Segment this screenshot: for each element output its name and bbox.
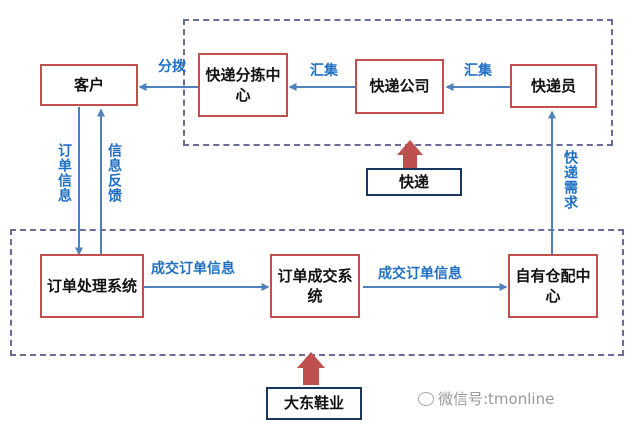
label-feedback: 信息反馈 <box>106 143 122 203</box>
express-company-node: 快递公司 <box>355 59 444 114</box>
label-collect-1: 汇集 <box>310 63 338 79</box>
warehouse-node: 自有仓配中心 <box>508 254 598 318</box>
dadong-group-frame <box>10 229 624 356</box>
order-system-node: 订单处理系统 <box>40 254 144 318</box>
label-deal-info-1: 成交订单信息 <box>151 261 235 277</box>
express-node: 快递 <box>366 168 462 196</box>
label-collect-2: 汇集 <box>464 63 492 79</box>
label-distribute: 分拨 <box>158 59 186 75</box>
big-arrow-express <box>397 140 423 168</box>
big-arrow-dadong <box>297 352 325 385</box>
wechat-icon <box>418 391 434 406</box>
express-group-frame <box>183 19 613 146</box>
label-order-info: 订单信息 <box>56 143 72 203</box>
label-express-demand: 快递需求 <box>562 150 578 210</box>
watermark: 微信号:tmonline <box>418 388 554 409</box>
deal-system-node: 订单成交系统 <box>270 254 360 318</box>
dadong-node: 大东鞋业 <box>266 387 362 420</box>
courier-node: 快递员 <box>510 64 597 108</box>
label-deal-info-2: 成交订单信息 <box>378 266 462 282</box>
customer-node: 客户 <box>40 64 138 106</box>
watermark-text: 微信号:tmonline <box>438 390 555 408</box>
sorting-center-node: 快递分拣中心 <box>198 53 288 117</box>
